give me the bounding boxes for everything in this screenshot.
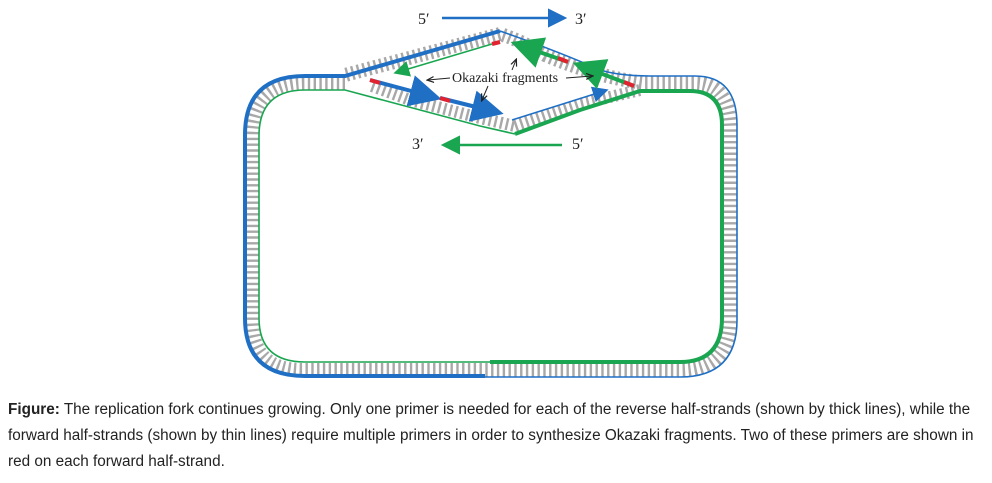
label-top-3prime: 3′	[575, 11, 587, 28]
okazaki-annotation: Okazaki fragments	[428, 60, 592, 100]
top-direction: 5′ 3′	[418, 8, 587, 28]
primer-3	[557, 56, 569, 64]
label-bottom-3prime: 3′	[412, 136, 424, 153]
bottom-direction: 3′ 5′	[412, 135, 584, 155]
figure-caption: Figure: The replication fork continues g…	[8, 397, 983, 475]
primer-1	[369, 78, 381, 85]
reverse-half-strand-blue-outer	[243, 29, 501, 378]
label-bottom-5prime: 5′	[572, 136, 584, 153]
okazaki-fragment-3	[511, 86, 609, 121]
okazaki-fragment-6	[393, 43, 493, 77]
primer-4	[623, 80, 635, 88]
replication-fork-diagram: 5′ 3′ 3′ 5′ Okazaki fragments	[243, 8, 738, 378]
forward-half-strand-blue-outer	[485, 30, 738, 378]
inner-tick-band	[369, 80, 517, 132]
label-top-5prime: 5′	[418, 11, 430, 28]
okazaki-fragments-green	[393, 37, 635, 90]
primer-2	[439, 96, 451, 103]
reverse-half-strand-green-inner	[490, 89, 724, 364]
okazaki-fragments-blue	[369, 75, 609, 122]
primer-5	[491, 40, 501, 46]
caption-text: The replication fork continues growing. …	[8, 401, 974, 470]
okazaki-label: Okazaki fragments	[452, 71, 558, 86]
okazaki-pointer-up	[512, 60, 516, 71]
okazaki-pointer-down	[482, 85, 489, 100]
caption-prefix: Figure:	[8, 401, 60, 418]
okazaki-pointer-right	[565, 76, 592, 78]
forward-half-strand-green-inner	[258, 89, 516, 363]
okazaki-pointer-left	[428, 78, 451, 80]
